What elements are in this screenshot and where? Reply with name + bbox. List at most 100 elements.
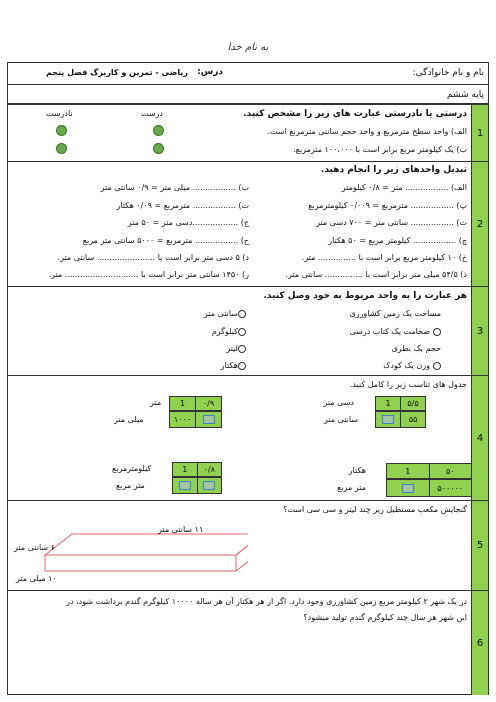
q3-unit-1-dot[interactable] xyxy=(238,309,246,318)
q2-instruction: تبدیل واحدهای زیر را انجام دهید. xyxy=(320,165,467,175)
q2-item-te: ت) ................. مترمربع = ۰/۰۹ هکتا… xyxy=(116,201,249,210)
course-value: ریاضی - تمرین و کاربرگ فصل پنجم xyxy=(46,68,188,77)
q2-item-pe: پ) ................. مترمربع = ۰/۰۰۹ کیل… xyxy=(308,201,467,210)
q3-item-2[interactable]: ضخامت یک کتاب درسی xyxy=(349,327,441,336)
q2-item-se: ث) ................. سانتی متر = ۷۰۰ دسی… xyxy=(316,218,467,227)
proportion-table-1-row-2: ۵۵ xyxy=(375,411,426,428)
question-number-6: 6 xyxy=(471,590,488,695)
q2-item-be: ب) ................. میلی متر = ۰/۹ سانت… xyxy=(100,183,249,192)
t4-answer-box-1[interactable] xyxy=(203,481,216,490)
q3-unit-4[interactable]: هکتار xyxy=(221,361,249,370)
q2-item-khe: خ) ۱۰ کیلومتر مربع برابر است با ........… xyxy=(301,253,467,262)
cuboid-height-label: ۱۰ میلی متر xyxy=(16,574,57,583)
t4-r2-c1[interactable] xyxy=(196,478,222,493)
t3-unit-1: هکتار xyxy=(348,466,366,475)
proportion-table-4-row-1: ۰/۸ 1 xyxy=(172,462,222,477)
t2-answer-box[interactable] xyxy=(202,415,215,424)
q3-unit-2-dot[interactable] xyxy=(238,327,246,336)
q2-item-jim: ج) ..................دسی متر = ۵۰ متر xyxy=(127,218,249,227)
proportion-table-3-row-1: ۵۰ 1 xyxy=(386,463,472,479)
question-number-1: 1 xyxy=(471,104,488,161)
question-number-5: 5 xyxy=(471,500,488,590)
q3-item-4-dot[interactable] xyxy=(433,361,441,370)
t3-r2-c2[interactable] xyxy=(387,480,429,496)
q3-item-1[interactable]: مساحت یک زمین کشاورزی xyxy=(349,309,441,318)
t1-unit-1: دسی متر xyxy=(323,398,354,407)
t4-unit-2: متر مربع xyxy=(116,481,145,490)
question-5: گنجایش مکعب مستطیل زیر چند لیتر و سی سی … xyxy=(8,500,471,590)
incorrect-header: نادرست xyxy=(46,109,73,118)
t2-r1-c2: 1 xyxy=(179,399,186,408)
q2-item-alef: الف) ................. متر = ۰/۸ کیلومتر xyxy=(341,183,467,192)
q2-item-che: چ) ................. کیلومتر مربع = ۵۰ ه… xyxy=(328,236,467,245)
q2-item-zal: ذ) ۵۴/۵ میلی متر برابر است با ..........… xyxy=(285,270,468,279)
question-6: در یک شهر ۲ کیلومتر مربع زمین کشاورزی وج… xyxy=(8,590,471,695)
t1-unit-2: سانتی متر xyxy=(323,415,358,424)
q3-unit-4-dot[interactable] xyxy=(238,361,246,370)
q3-unit-3[interactable]: لیتر xyxy=(226,344,249,353)
t2-r1-c1: ۰/۹ xyxy=(195,397,221,410)
page-title: به نام خدا xyxy=(227,42,269,53)
q1b-correct-option[interactable] xyxy=(153,143,164,154)
t3-answer-box[interactable] xyxy=(401,483,414,493)
t4-r2-c2[interactable] xyxy=(173,478,197,493)
t2-r2-c2: ۱۰۰۰ xyxy=(173,415,192,424)
question-1: درستی یا نادرستی عبارت های زیر را مشخص ک… xyxy=(8,104,471,161)
t4-r1-c2: 1 xyxy=(182,465,188,474)
q3-unit-3-dot[interactable] xyxy=(238,344,246,353)
proportion-table-1-row-1: ۵/۵ 1 xyxy=(375,396,426,411)
q6-line-2: این شهر هر سال چند کیلوگرم گندم تولید می… xyxy=(303,613,467,622)
q1-statement-b: ب) یک کیلومتر مربع برابر است با ۱۰۰،۰۰۰ … xyxy=(293,145,467,154)
t2-unit-1: متر xyxy=(150,398,162,407)
proportion-table-3-row-2: ۵۰۰۰۰۰ xyxy=(386,479,472,497)
question-number-2: 2 xyxy=(471,161,488,286)
t3-unit-2: متر مربع xyxy=(337,483,366,492)
q1-instruction: درستی یا نادرستی عبارت های زیر را مشخص ک… xyxy=(243,109,467,119)
t3-r2-c1: ۵۰۰۰۰۰ xyxy=(428,480,472,496)
question-number-3: 3 xyxy=(471,286,488,375)
t1-r1-c2: 1 xyxy=(385,399,391,408)
header-divider xyxy=(8,84,488,85)
t2-unit-2: میلی متر xyxy=(114,415,144,424)
t1-r2-c1: ۵۵ xyxy=(400,412,425,427)
q1a-incorrect-option[interactable] xyxy=(56,125,67,136)
q4-instruction: جدول های تناسب زیر را کامل کنید. xyxy=(349,380,467,389)
t1-answer-box[interactable] xyxy=(382,415,394,424)
course-label: درس: xyxy=(197,67,223,77)
grade-label: پایه ششم xyxy=(447,90,484,100)
t4-unit-1: کیلومترمربع xyxy=(112,464,152,473)
q1a-correct-option[interactable] xyxy=(153,125,164,136)
proportion-table-2-row-2: ۱۰۰۰ xyxy=(169,411,222,428)
t1-r1-c1: ۵/۵ xyxy=(400,397,425,410)
cuboid-width-label: ۶ سانتی متر xyxy=(14,543,55,552)
q3-instruction: هر عبارت را به واحد مربوط به خود وصل کنی… xyxy=(263,291,467,301)
q3-item-4[interactable]: وزن یک کودک xyxy=(383,361,441,370)
proportion-table-2-row-1: ۰/۹ 1 xyxy=(169,396,222,411)
question-number-4: 4 xyxy=(471,375,488,500)
q3-item-2-dot[interactable] xyxy=(433,327,441,336)
q1b-incorrect-option[interactable] xyxy=(56,143,67,154)
proportion-table-4-row-2 xyxy=(172,477,222,494)
q3-item-3[interactable]: حجم یک بطری xyxy=(391,344,441,353)
correct-header: درست xyxy=(141,109,163,118)
questions-table: 1 درستی یا نادرستی عبارت های زیر را مشخص… xyxy=(7,104,489,695)
q1-statement-a: الف) واحد سطح مترمربع و واحد حجم سانتی م… xyxy=(267,127,467,136)
student-name-label: نام و نام خانوادگی: xyxy=(412,68,484,78)
t4-answer-box-2[interactable] xyxy=(178,481,191,490)
question-3: هر عبارت را به واحد مربوط به خود وصل کنی… xyxy=(8,286,471,375)
q3-unit-1[interactable]: سانتی متر xyxy=(204,309,249,318)
q5-instruction: گنجایش مکعب مستطیل زیر چند لیتر و سی سی … xyxy=(283,505,467,514)
t2-r2-c1[interactable] xyxy=(195,412,221,427)
question-2: تبدیل واحدهای زیر را انجام دهید. الف) ..… xyxy=(8,161,471,286)
t4-r1-c1: ۰/۸ xyxy=(196,463,222,476)
t3-r1-c1: ۵۰ xyxy=(428,464,472,478)
question-4: جدول های تناسب زیر را کامل کنید. ۵/۵ 1 ۵… xyxy=(8,375,472,500)
t1-r2-c2[interactable] xyxy=(376,412,400,427)
q2-item-dal: د) ۵ دسی متر برابر است با ..............… xyxy=(57,253,249,262)
cuboid-front-face xyxy=(44,554,237,572)
t3-r1-c2: 1 xyxy=(405,466,411,476)
q2-item-he: ح) ................. مترمربع = ۵۰۰۰ سانت… xyxy=(82,236,249,245)
q3-unit-2[interactable]: کیلوگرم xyxy=(212,327,249,336)
cuboid-top-face xyxy=(43,533,248,556)
q6-line-1: در یک شهر ۲ کیلومتر مربع زمین کشاورزی وج… xyxy=(66,597,467,606)
